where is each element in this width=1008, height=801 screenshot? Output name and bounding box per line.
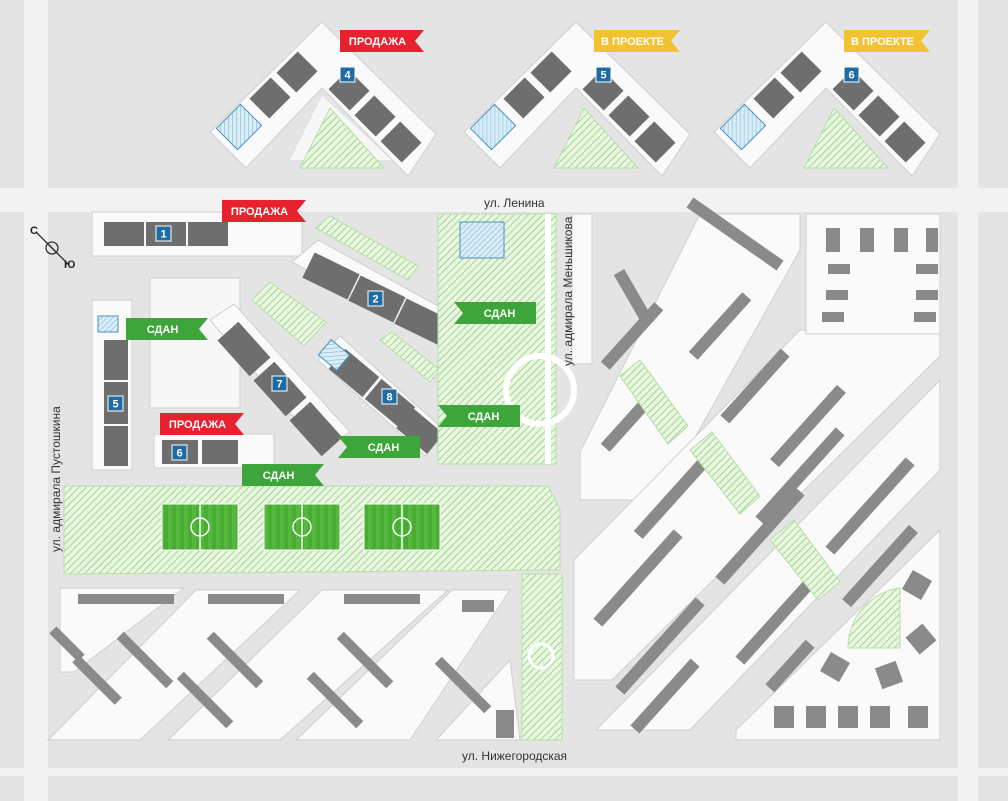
building-number-badge[interactable]: 5 (107, 395, 124, 412)
building-number-badge[interactable]: 6 (171, 444, 188, 461)
compass-north: С (30, 225, 38, 237)
building-number-badge[interactable]: 5 (595, 66, 612, 83)
status-flag[interactable]: СДАН (242, 464, 324, 486)
status-flag-label: ПРОДАЖА (231, 206, 288, 218)
status-flag-label: ПРОДАЖА (349, 36, 406, 48)
football-fields (161, 503, 441, 551)
compass-rose: С Ю (30, 225, 75, 271)
street-menshikova: ул. адмирала Меньшикова (561, 216, 575, 366)
status-flag[interactable]: ПРОДАЖА (340, 30, 424, 52)
building-number-badge[interactable]: 2 (367, 290, 384, 307)
status-flag-label: СДАН (263, 470, 295, 482)
building-number-badge[interactable]: 1 (155, 225, 172, 242)
street-nizhegorodskaya: ул. Нижегородская (462, 749, 567, 763)
status-flag[interactable]: В ПРОЕКТЕ (594, 30, 680, 52)
status-flag-label: ПРОДАЖА (169, 419, 226, 431)
building-number: 5 (600, 70, 606, 82)
status-flag[interactable]: СДАН (454, 302, 536, 324)
complex-6 (713, 21, 941, 177)
status-flag[interactable]: СДАН (338, 436, 420, 458)
building-number: 7 (276, 379, 282, 391)
status-flag-label: В ПРОЕКТЕ (851, 36, 914, 48)
building-number: 2 (372, 294, 378, 306)
status-flag[interactable]: ПРОДАЖА (222, 200, 306, 222)
status-flag[interactable]: В ПРОЕКТЕ (844, 30, 930, 52)
status-flag-label: СДАН (468, 411, 500, 423)
status-flag-label: СДАН (147, 324, 179, 336)
status-flag[interactable]: СДАН (126, 318, 208, 340)
building-number: 6 (848, 70, 854, 82)
compass-south: Ю (64, 259, 75, 271)
status-flag[interactable]: СДАН (438, 405, 520, 427)
building-number-badge[interactable]: 4 (339, 66, 356, 83)
status-flag-label: СДАН (484, 308, 516, 320)
building-number: 5 (112, 399, 118, 411)
building-number: 4 (344, 70, 351, 82)
status-flag-label: В ПРОЕКТЕ (601, 36, 664, 48)
building-number-badge[interactable]: 7 (271, 375, 288, 392)
building-number: 6 (176, 448, 182, 460)
street-lenina: ул. Ленина (484, 196, 545, 210)
building-number: 1 (160, 229, 166, 241)
status-flag[interactable]: ПРОДАЖА (160, 413, 244, 435)
complex-4 (209, 21, 437, 177)
building-number-badge[interactable]: 8 (381, 388, 398, 405)
building-number-badge[interactable]: 6 (843, 66, 860, 83)
status-flag-label: СДАН (368, 442, 400, 454)
complex-5 (463, 21, 691, 177)
building-number: 8 (386, 392, 392, 404)
street-pustoshkina: ул. адмирала Пустошкина (49, 406, 63, 552)
